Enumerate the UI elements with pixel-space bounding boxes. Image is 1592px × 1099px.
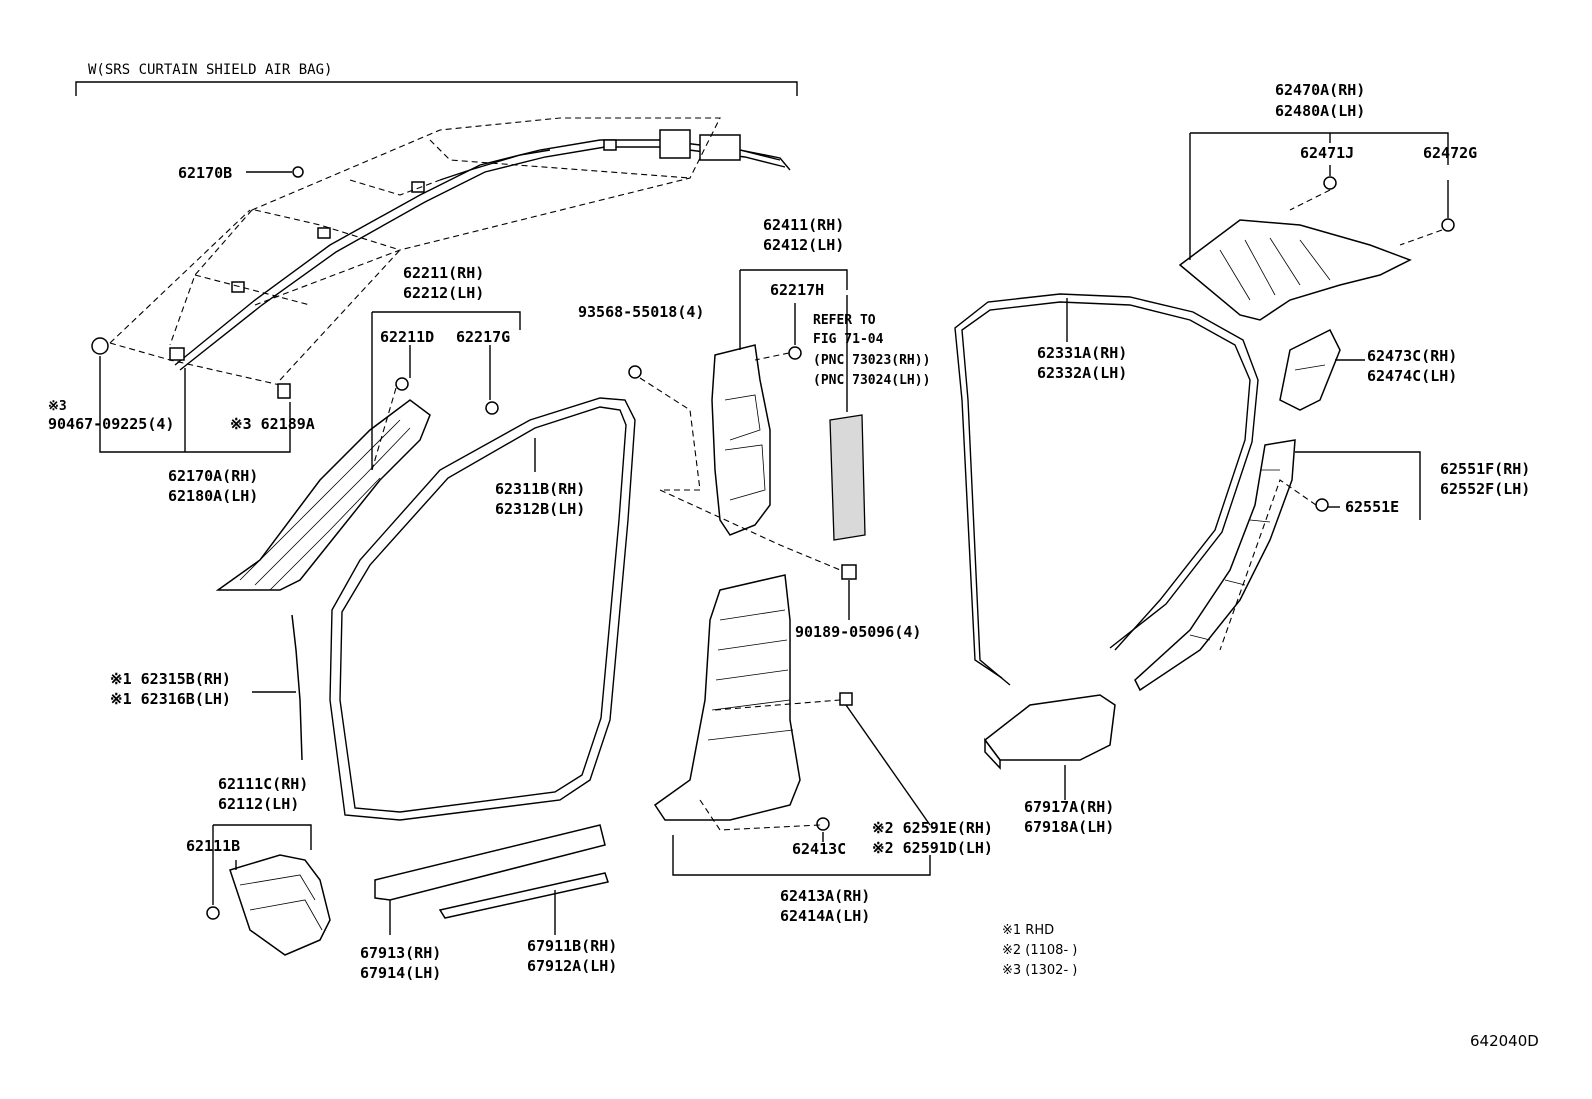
clip-90467 — [91, 337, 109, 355]
label-62474C: 62474C(LH) — [1367, 367, 1458, 385]
label-67911B: 67911B(RH) — [527, 937, 618, 955]
label-62591D: ※2 62591D(LH) — [872, 839, 993, 857]
label-90467: 90467-09225(4) — [48, 415, 175, 433]
note-rhd: ※1 RHD — [1002, 923, 1055, 938]
screw-93568 — [628, 365, 642, 379]
refer-line-3: (PNC 73023(RH)) — [813, 353, 931, 368]
quarter-trim-62551F — [1134, 439, 1329, 692]
scuff-plate-67911B — [438, 872, 609, 919]
label-62411: 62411(RH) — [763, 216, 845, 234]
refer-line-1: REFER TO — [813, 313, 876, 328]
clip-62170B — [292, 166, 304, 178]
label-62211: 62211(RH) — [403, 264, 485, 282]
label-62180A: 62180A(LH) — [168, 487, 259, 505]
label-90467-mark: ※3 — [48, 399, 67, 414]
label-62551F: 62551F(RH) — [1440, 460, 1531, 478]
label-62332A: 62332A(LH) — [1037, 364, 1128, 382]
cowl-side-trim — [206, 854, 331, 956]
label-62170A: 62170A(RH) — [168, 467, 259, 485]
label-62413C: 62413C — [792, 840, 847, 858]
label-62111C: 62111C(RH) — [218, 775, 309, 793]
center-pillar-lower-garnish — [653, 574, 853, 831]
label-62111B: 62111B — [186, 837, 241, 855]
label-62211D: 62211D — [380, 328, 435, 346]
refer-line-4: (PNC 73024(LH)) — [813, 373, 931, 388]
label-62217G: 62217G — [456, 328, 511, 346]
label-62552F: 62552F(LH) — [1440, 480, 1531, 498]
clip-62189A — [277, 383, 291, 399]
label-67913: 67913(RH) — [360, 944, 442, 962]
label-67912A: 67912A(LH) — [527, 957, 618, 975]
label-62170B: 62170B — [178, 164, 233, 182]
label-62472G: 62472G — [1423, 144, 1478, 162]
roof-side-garnish-62470A — [1178, 176, 1455, 321]
label-93568: 93568-55018(4) — [578, 303, 705, 321]
header-title: W(SRS CURTAIN SHIELD AIR BAG) — [88, 62, 333, 78]
label-62315B: ※1 62315B(RH) — [110, 670, 231, 688]
front-pillar-garnish — [215, 377, 499, 591]
label-62112: 62112(LH) — [218, 795, 300, 813]
label-62414A: 62414A(LH) — [780, 907, 871, 925]
label-62217H: 62217H — [770, 281, 825, 299]
label-62480A: 62480A(LH) — [1275, 102, 1366, 120]
label-62331A: 62331A(RH) — [1037, 344, 1128, 362]
curtain-airbag-assembly — [169, 129, 791, 371]
door-weatherstrip-62311B — [329, 397, 636, 821]
trim-62473C — [1279, 328, 1341, 411]
label-62316B: ※1 62316B(LH) — [110, 690, 231, 708]
label-62212: 62212(LH) — [403, 284, 485, 302]
clip-90189 — [841, 564, 857, 580]
label-62591E: ※2 62591E(RH) — [872, 819, 993, 837]
label-67918A: 67918A(LH) — [1024, 818, 1115, 836]
label-67914: 67914(LH) — [360, 964, 442, 982]
header-bracket — [75, 81, 798, 96]
label-62412: 62412(LH) — [763, 236, 845, 254]
center-pillar-upper-garnish — [711, 344, 802, 536]
label-62470A: 62470A(RH) — [1275, 81, 1366, 99]
label-62311B: 62311B(RH) — [495, 480, 586, 498]
rear-door-weatherstrip-62331A — [961, 301, 1251, 686]
label-62189A: ※3 62189A — [230, 415, 315, 433]
refer-line-2: FIG 71-04 — [813, 332, 884, 347]
rear-scuff-plate-67917A — [983, 694, 1116, 761]
label-62471J: 62471J — [1300, 144, 1355, 162]
label-62413A: 62413A(RH) — [780, 887, 871, 905]
label-62551E: 62551E — [1345, 498, 1400, 516]
label-62312B: 62312B(LH) — [495, 500, 586, 518]
diagram-code: 642040D — [1470, 1032, 1539, 1050]
label-67917A: 67917A(RH) — [1024, 798, 1115, 816]
note-1108: ※2 (1108- ) — [1002, 943, 1078, 958]
refer-part-73023 — [829, 414, 866, 541]
scuff-plate-67913 — [374, 824, 606, 901]
note-1302: ※3 (1302- ) — [1002, 963, 1078, 978]
label-62473C: 62473C(RH) — [1367, 347, 1458, 365]
label-90189: 90189-05096(4) — [795, 623, 922, 641]
rail-62315B — [291, 614, 303, 761]
